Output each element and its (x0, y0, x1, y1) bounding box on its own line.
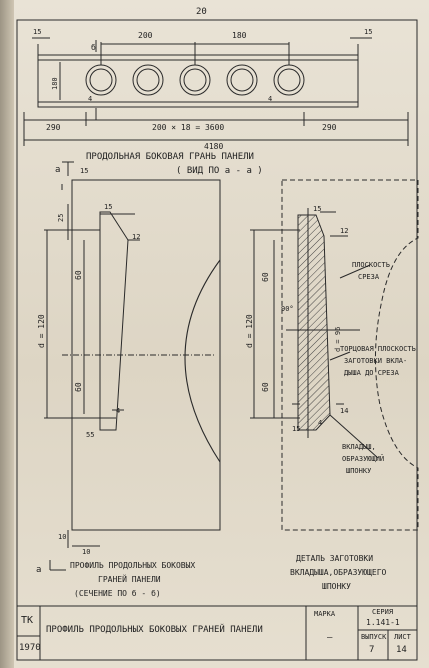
right-caption-line3: ШПОНКУ (322, 582, 351, 591)
dim-12: 12 (132, 233, 141, 241)
detail-dim-14: 14 (340, 407, 349, 415)
title-block-vypusk-label: ВЫПУСК (361, 633, 387, 641)
dim-b-mark: б (91, 43, 96, 52)
label-end-plane-3: ДЫША ДО СРЕЗА (344, 369, 399, 377)
dim-10a: 10 (58, 533, 67, 541)
dim-spacing-2: 180 (232, 31, 247, 40)
dim-small-right: 4 (268, 95, 273, 103)
section-mark-a-bottom: а (36, 565, 42, 575)
detail-dim-4: 4 (318, 419, 323, 427)
left-caption-line1: ПРОФИЛЬ ПРОДОЛЬНЫХ БОКОВЫХ (70, 561, 196, 570)
detail-dim-12: 12 (340, 227, 349, 235)
title-block-list-value: 14 (396, 645, 407, 655)
title-block-title: ПРОФИЛЬ ПРОДОЛЬНЫХ БОКОВЫХ ГРАНЕЙ ПАНЕЛИ (46, 625, 263, 635)
dim-total: 4180 (204, 142, 224, 151)
title-block-marka-value: — (327, 633, 333, 643)
left-profile (44, 161, 221, 571)
detail-outline (281, 179, 419, 531)
panel-top-view (23, 37, 409, 146)
label-end-plane-2: ЗАГОТОВКИ ВКЛА- (344, 357, 408, 365)
dim-4: 4 (116, 407, 121, 415)
dim-60b: 60 (74, 382, 83, 392)
dim-edge-left: 15 (33, 28, 42, 36)
detail-dim-diameter: d = 120 (245, 314, 254, 348)
title-block-seria-label: СЕРИЯ (372, 608, 394, 616)
dim-top-15a: 15 (80, 167, 89, 175)
detail-dim-15: 15 (313, 205, 322, 213)
dim-10b: 10 (82, 548, 91, 556)
title-block-list-label: ЛИСТ (394, 633, 411, 641)
dim-top-15b: 15 (104, 203, 113, 211)
label-insert-2: ОБРАЗУЮЩИЙ (342, 455, 385, 463)
title-block-seria-value: 1.141-1 (366, 618, 400, 627)
dim-end-right: 290 (322, 123, 337, 132)
section-mark-a-top: а (55, 165, 61, 175)
title-block-marka-label: МАРКА (314, 610, 336, 618)
void-circles (85, 64, 305, 96)
detail-dim-60b: 60 (261, 382, 270, 392)
dim-end-left: 290 (46, 123, 61, 132)
right-caption-line2: ВКЛАДЫША,ОБРАЗУЮЩЕГО (290, 568, 387, 577)
label-insert-1: ВКЛАДЫШ, (342, 443, 376, 451)
profile-outline (71, 179, 221, 531)
section-title: ПРОДОЛЬНАЯ БОКОВАЯ ГРАНЬ ПАНЕЛИ (86, 152, 254, 162)
insert-hatched (297, 214, 331, 431)
right-detail (250, 179, 419, 531)
dim-edge-right: 15 (364, 28, 373, 36)
detail-dim-15b: 15 (292, 425, 301, 433)
dim-repeat: 200 × 18 = 3600 (152, 123, 225, 132)
left-caption-line2: ГРАНЕЙ ПАНЕЛИ (98, 575, 161, 584)
title-block-lines (17, 605, 417, 660)
label-cut-plane-1: ПЛОСКОСТЬ (352, 261, 390, 269)
panel-outline (37, 54, 359, 108)
title-block-tk: ТК (21, 615, 34, 626)
dim-diameter: d = 120 (37, 314, 46, 348)
label-insert-3: ШПОНКУ (346, 467, 372, 475)
dim-60a: 60 (74, 270, 83, 280)
label-cut-plane-2: СРЕЗА (358, 273, 380, 281)
dim-25: 25 (57, 213, 65, 222)
dim-height: 180 (51, 77, 59, 90)
dim-55: 55 (86, 431, 95, 439)
title-block-vypusk-value: 7 (369, 645, 375, 655)
title-block-year: 1970 (19, 643, 41, 653)
right-caption-line1: ДЕТАЛЬ ЗАГОТОВКИ (296, 554, 374, 563)
detail-dim-60a: 60 (261, 272, 270, 282)
dim-small-left: 4 (88, 95, 93, 103)
page-number: 20 (196, 7, 207, 17)
dim-spacing-1: 200 (138, 31, 153, 40)
sheet-frame (16, 19, 418, 661)
label-end-plane-1: ТОРЦОВАЯ ПЛОСКОСТЬ (340, 345, 416, 353)
section-subtitle: ( ВИД ПО а - а ) (176, 166, 263, 176)
detail-angle: 90° (281, 305, 294, 313)
binding-edge-shadow (0, 0, 14, 668)
left-caption-line3: (СЕЧЕНИЕ ПО б - б) (74, 589, 161, 598)
